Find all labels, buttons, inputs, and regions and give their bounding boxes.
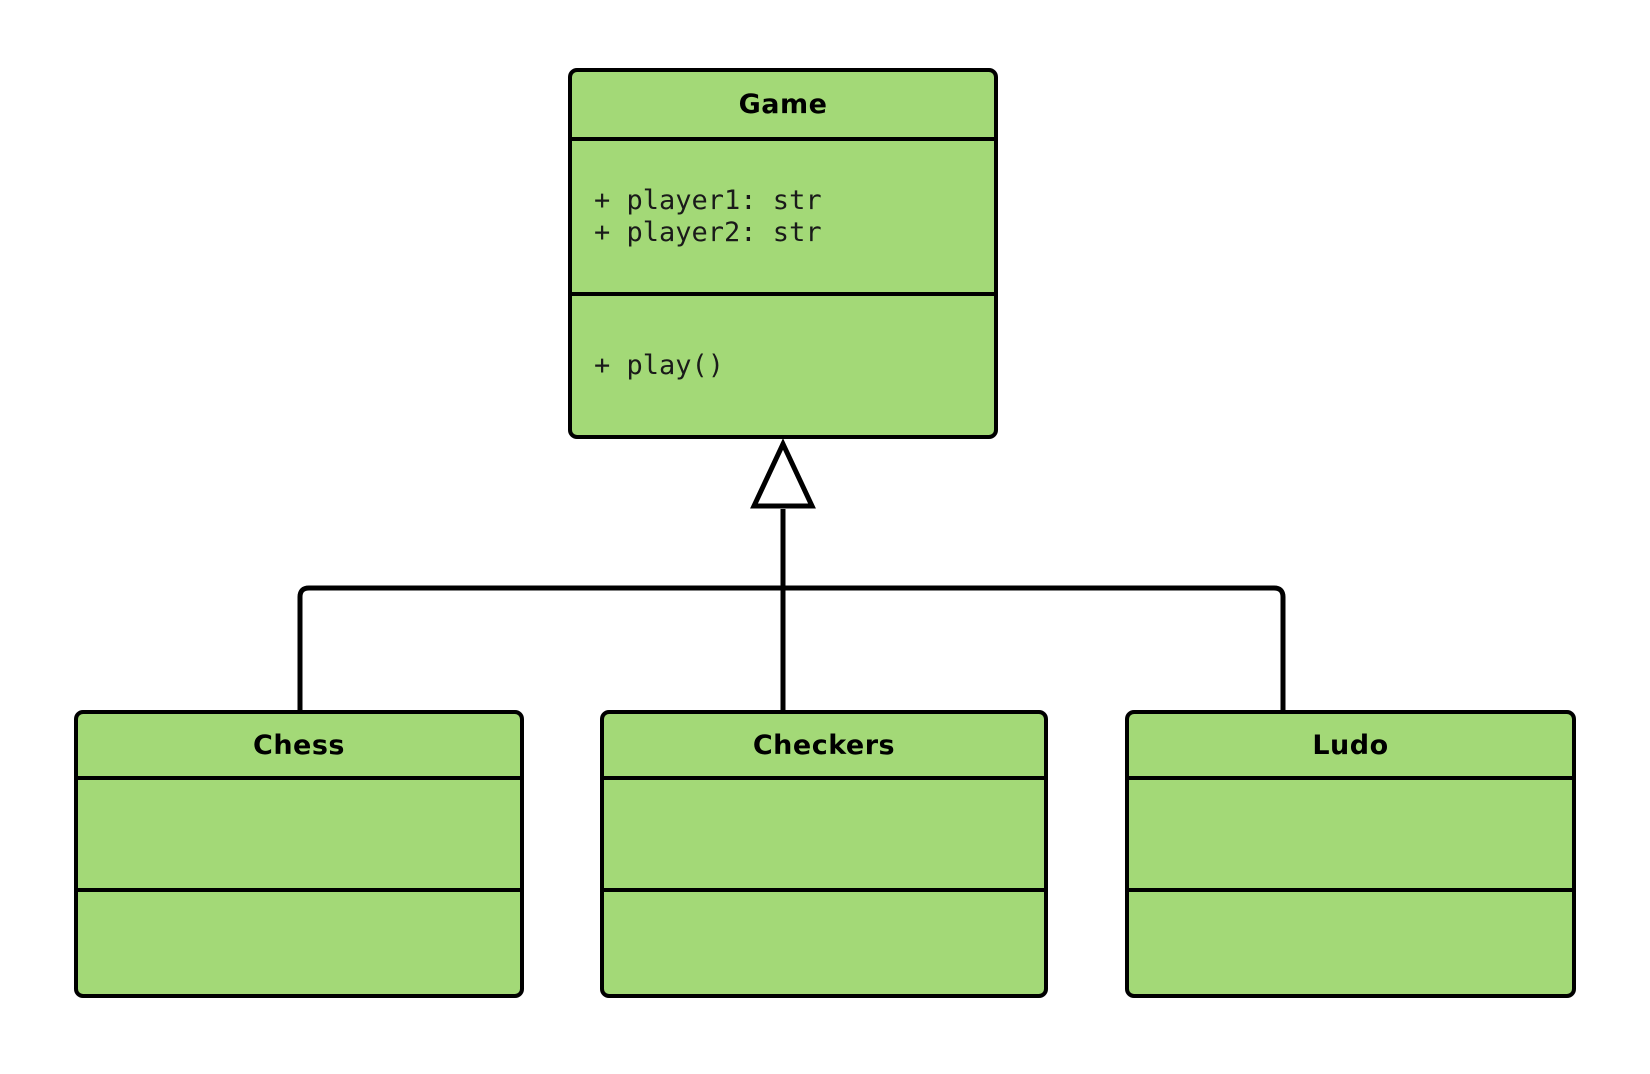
class-name-chess: Chess (78, 714, 520, 780)
attribute-row: + player1: str (594, 184, 822, 216)
operations-compartment-game: + play() (572, 296, 994, 435)
attributes-compartment-game: + player1: str + player2: str (572, 141, 994, 296)
class-box-ludo[interactable]: Ludo (1125, 710, 1576, 998)
class-box-game[interactable]: Game + player1: str + player2: str + pla… (568, 68, 998, 439)
operations-compartment-checkers (604, 892, 1044, 994)
operations-compartment-chess (78, 892, 520, 994)
class-name-game: Game (572, 72, 994, 141)
class-box-chess[interactable]: Chess (74, 710, 524, 998)
attributes-compartment-checkers (604, 780, 1044, 892)
attribute-row: + player2: str (594, 216, 822, 248)
class-box-checkers[interactable]: Checkers (600, 710, 1048, 998)
class-name-checkers: Checkers (604, 714, 1044, 780)
inheritance-triangle-icon (750, 438, 816, 509)
attributes-compartment-ludo (1129, 780, 1572, 892)
class-name-ludo: Ludo (1129, 714, 1572, 780)
attributes-compartment-chess (78, 780, 520, 892)
operations-compartment-ludo (1129, 892, 1572, 994)
operation-row: + play() (594, 349, 725, 381)
